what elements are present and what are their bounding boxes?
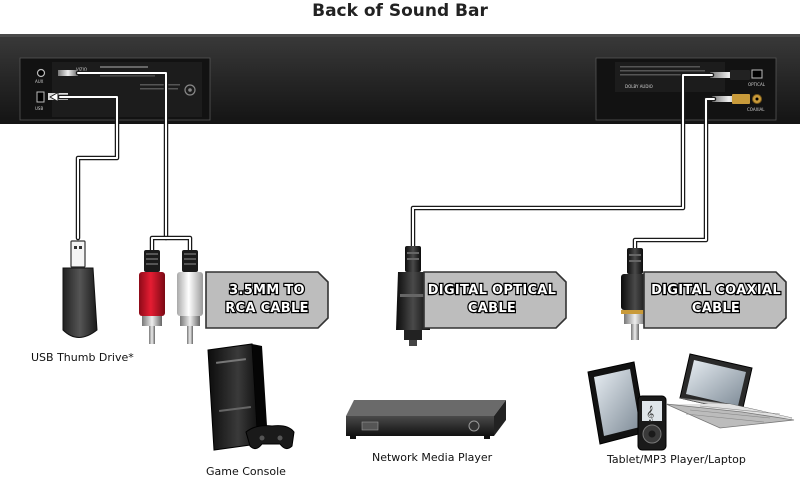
caption-game-console: Game Console <box>206 465 286 478</box>
svg-text:𝄞: 𝄞 <box>646 406 654 422</box>
callout-coaxial-line2: CABLE <box>692 301 740 316</box>
optical-port <box>751 69 763 79</box>
soundbar-brand: VIZIO <box>76 67 87 72</box>
dolby-audio-label: DOLBY AUDIO <box>625 84 653 89</box>
rca-white-plug <box>177 250 203 344</box>
diagram-title: Back of Sound Bar <box>312 1 488 21</box>
aux-port <box>36 68 46 78</box>
caption-network-media-player: Network Media Player <box>372 451 493 464</box>
coaxial-port-label: COAXIAL <box>747 107 765 112</box>
callout-optical-line1: DIGITAL OPTICAL <box>428 283 557 298</box>
usb-cable <box>49 92 120 241</box>
callout-rca-line2: RCA CABLE <box>225 301 309 316</box>
laptop-icon <box>665 353 795 429</box>
callout-rca-line1: 3.5MM TO <box>229 283 305 298</box>
media-player-icon <box>346 400 506 439</box>
aux-port-label: AUX <box>35 79 44 84</box>
rca-red-plug <box>139 250 165 344</box>
callout-coaxial-line1: DIGITAL COAXIAL <box>651 283 781 298</box>
caption-tablet-mp3-laptop: Tablet/MP3 Player/Laptop <box>607 453 746 466</box>
optical-plug <box>396 246 430 346</box>
coaxial-cable <box>632 96 717 251</box>
rca-cable <box>75 70 193 255</box>
usb-drive-icon <box>62 240 98 338</box>
usb-port <box>36 91 45 103</box>
callout-optical: DIGITAL OPTICAL CABLE <box>423 271 567 329</box>
mp3-player-icon: 𝄞 <box>637 395 667 451</box>
callout-coaxial: DIGITAL COAXIAL CABLE <box>643 271 787 329</box>
optical-port-label: OPTICAL <box>748 82 766 87</box>
game-console-icon <box>207 343 295 451</box>
soundbar-right-panel: DOLBY AUDIO OPTICAL COAXIAL <box>595 57 777 121</box>
usb-port-label: USB <box>35 106 43 111</box>
coaxial-plug <box>621 248 649 340</box>
caption-usb-thumb-drive: USB Thumb Drive* <box>31 351 134 364</box>
tablet-icon <box>587 361 647 445</box>
cables <box>49 70 717 255</box>
callout-optical-line2: CABLE <box>468 301 516 316</box>
optical-cable <box>410 72 715 249</box>
callout-rca: 3.5MM TO RCA CABLE <box>205 271 329 329</box>
soundbar: VIZIO AUX USB <box>0 34 800 124</box>
